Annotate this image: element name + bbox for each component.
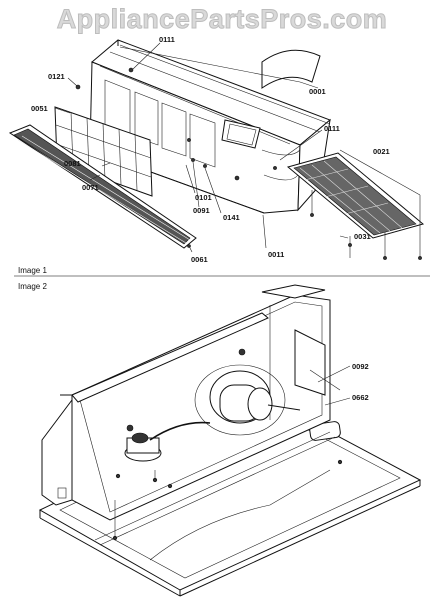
image2-fasteners — [112, 459, 343, 541]
callout-0021: 0021 — [373, 147, 390, 156]
callout-0081: 0081 — [64, 159, 81, 168]
front-grille — [8, 124, 197, 249]
callout-0101: 0101 — [195, 193, 212, 202]
side-filter-tray — [286, 152, 425, 239]
top-cover-panel — [261, 49, 321, 89]
fan-motor-assembly — [194, 348, 301, 436]
callout-0092: 0092 — [352, 362, 369, 371]
callout-0121: 0121 — [48, 72, 65, 81]
cabinet-housing — [75, 39, 331, 214]
callout-0111-right: 0111 — [324, 124, 340, 133]
callout-0051: 0051 — [31, 104, 48, 113]
leader-0092 — [317, 365, 351, 383]
back-panel — [41, 284, 341, 521]
image1-leader-lines — [54, 42, 422, 260]
callout-0662: 0662 — [352, 393, 369, 402]
callout-0031: 0031 — [354, 232, 371, 241]
image2-drawing: 0092 0662 — [38, 284, 422, 597]
image1-caption: Image 1 — [18, 266, 47, 275]
leader-0662 — [324, 397, 351, 406]
callout-0111-top: 0111 — [159, 35, 175, 44]
callout-0071: 0071 — [82, 183, 99, 192]
callout-0001: 0001 — [309, 87, 326, 96]
capacitor-switch — [124, 421, 211, 462]
watermark: AppliancePartsPros.com — [56, 4, 388, 35]
callout-0061: 0061 — [191, 255, 208, 264]
callout-0141: 0141 — [223, 213, 240, 222]
image2-caption: Image 2 — [18, 282, 47, 291]
callout-0091: 0091 — [193, 206, 210, 215]
image1-drawing: 0111 0121 0001 0051 0111 0021 0081 0071 … — [8, 35, 425, 264]
callout-0011: 0011 — [268, 250, 284, 259]
